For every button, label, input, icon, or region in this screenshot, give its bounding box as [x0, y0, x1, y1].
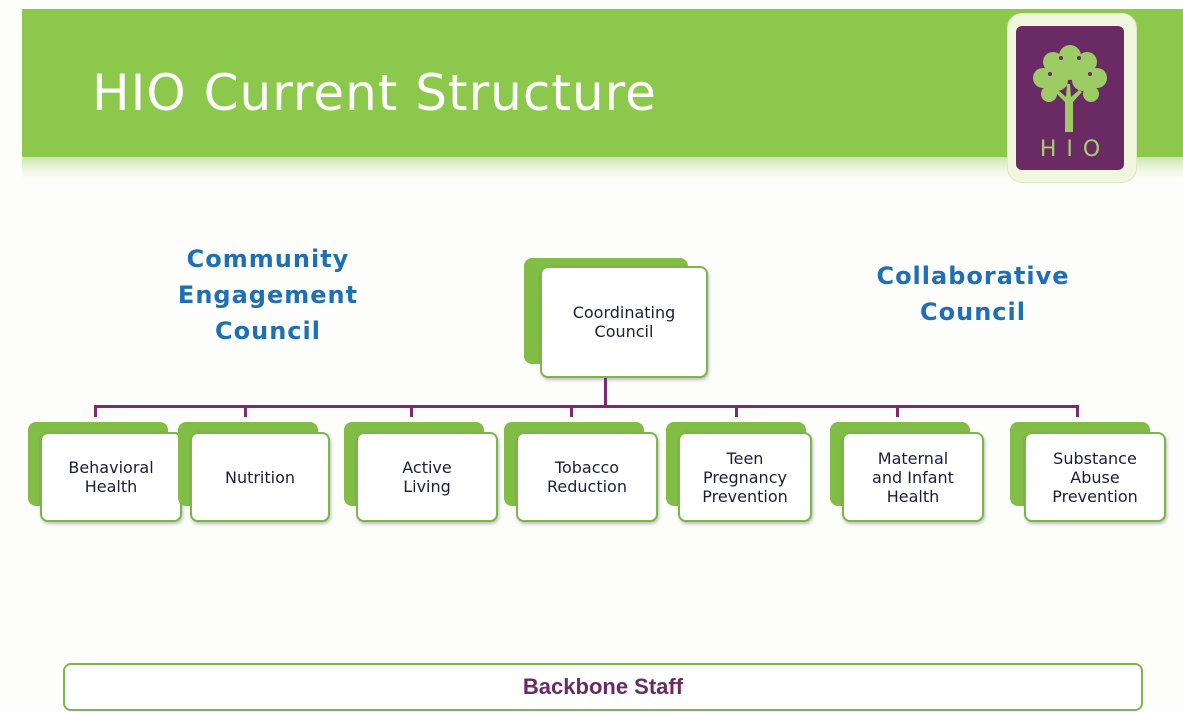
workgroup-active-living: Active Living — [356, 432, 498, 522]
workgroup-substance-abuse-prevention: Substance Abuse Prevention — [1024, 432, 1166, 522]
node-line: Coordinating — [572, 303, 676, 322]
backbone-staff-bar: Backbone Staff — [63, 663, 1143, 711]
branch-connector — [94, 405, 97, 417]
logo-panel: HIO — [1016, 26, 1124, 170]
slide-title: HIO Current Structure — [92, 64, 657, 122]
workgroup-behavioral-health: Behavioral Health — [40, 432, 182, 522]
branch-connector — [570, 405, 573, 417]
tree-of-hands-icon — [1033, 45, 1107, 132]
node-line: Behavioral — [68, 458, 154, 477]
coordinating-council-node: Coordinating Council — [540, 266, 708, 378]
branch-connector — [1076, 405, 1079, 417]
workgroup-teen-pregnancy-prevention: Teen Pregnancy Prevention — [678, 432, 812, 522]
header-band — [22, 9, 1183, 157]
community-engagement-council-label: Community Engagement Council — [148, 241, 388, 349]
council-label-line: Collaborative — [876, 262, 1070, 290]
node-line: Health — [84, 477, 138, 496]
node-line: Prevention — [1052, 486, 1138, 506]
horizontal-connector — [94, 405, 1079, 408]
branch-connector — [410, 405, 413, 417]
node-line: Tobacco — [554, 458, 620, 477]
trunk-connector — [604, 378, 607, 406]
node-line: and Infant — [872, 467, 954, 487]
node-line: Abuse — [1070, 467, 1120, 487]
node-line: Reduction — [547, 477, 627, 496]
branch-connector — [735, 405, 738, 417]
council-label-line: Engagement — [177, 281, 359, 309]
branch-connector — [896, 405, 899, 417]
backbone-staff-label: Backbone Staff — [522, 674, 684, 699]
node-line: Living — [403, 477, 451, 496]
node-line: Maternal — [877, 448, 949, 468]
node-line: Teen — [726, 448, 764, 468]
council-label-line: Council — [920, 298, 1026, 326]
council-label-line: Community — [186, 245, 350, 273]
branch-connector — [244, 405, 247, 417]
header-fade — [22, 157, 1183, 179]
node-line: Active — [402, 458, 452, 477]
node-line: Pregnancy — [703, 467, 787, 487]
node-line: Prevention — [702, 486, 788, 506]
collaborative-council-label: Collaborative Council — [832, 258, 1114, 330]
council-label-line: Council — [215, 317, 321, 345]
workgroup-tobacco-reduction: Tobacco Reduction — [516, 432, 658, 522]
workgroup-nutrition: Nutrition — [190, 432, 330, 522]
node-line: Health — [886, 486, 940, 506]
node-line: Nutrition — [224, 467, 296, 487]
workgroup-maternal-infant-health: Maternal and Infant Health — [842, 432, 984, 522]
hio-logo: HIO — [1008, 14, 1136, 182]
node-line: Substance — [1053, 448, 1137, 468]
node-line: Council — [594, 322, 654, 341]
logo-text: HIO — [1039, 137, 1111, 162]
